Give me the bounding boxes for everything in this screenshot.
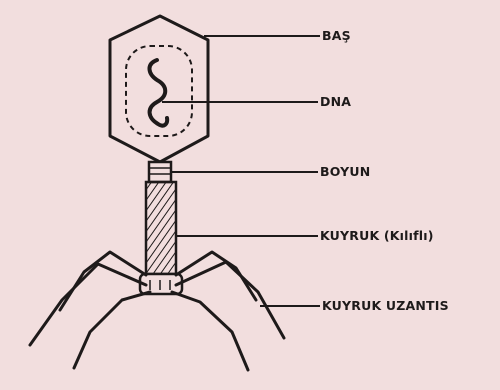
dna-strand (149, 60, 167, 126)
label-neck: BOYUN (320, 164, 370, 179)
tail-fibers-right (172, 252, 284, 370)
label-tail-fibers: KUYRUK UZANTIS (322, 298, 449, 313)
capsid-head (110, 16, 208, 162)
neck-collar (149, 162, 171, 182)
label-dna: DNA (320, 94, 351, 109)
label-tail: KUYRUK (Kılıflı) (320, 228, 434, 243)
label-head: BAŞ (322, 28, 351, 43)
tail-sheath (146, 182, 176, 274)
tail-fibers-left (30, 252, 150, 368)
